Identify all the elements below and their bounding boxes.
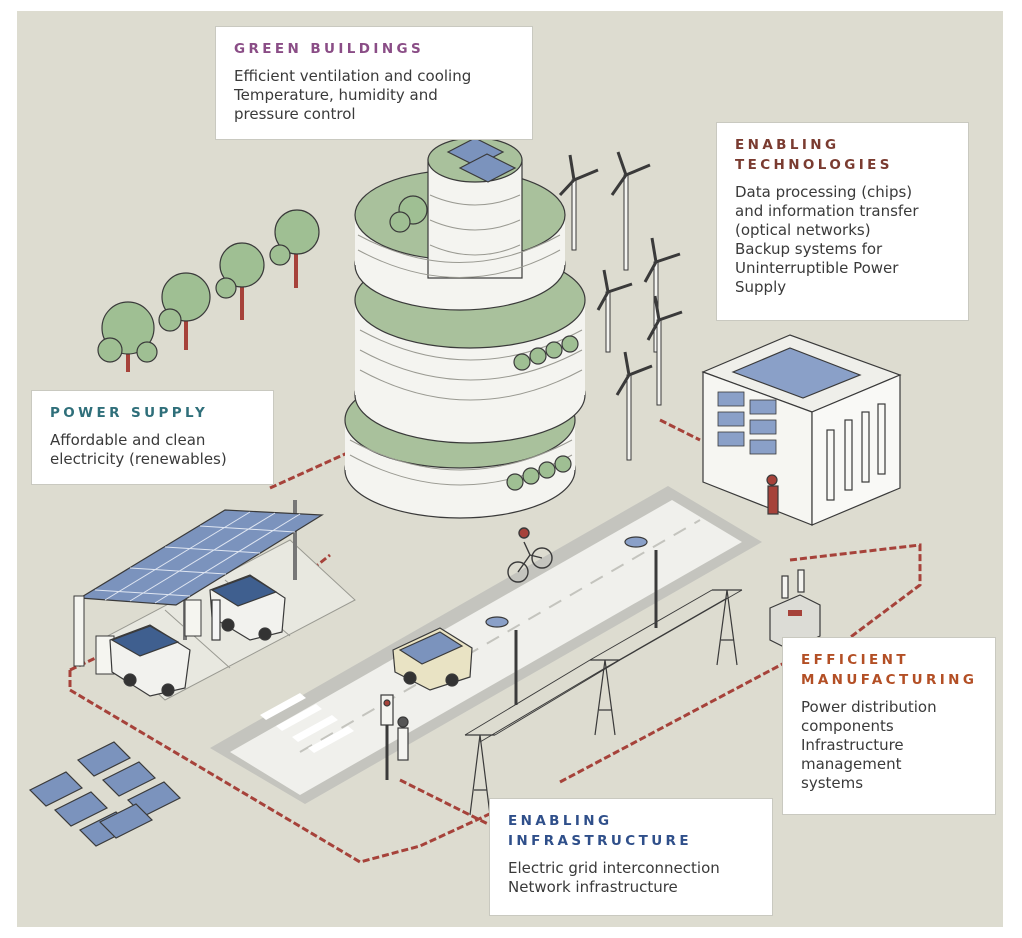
- callout-text: electricity (renewables): [50, 450, 227, 468]
- electric-pylons: [464, 589, 743, 816]
- road-surface: [230, 500, 742, 795]
- callout-title: INFRASTRUCTURE: [508, 833, 692, 849]
- callout-title: POWER SUPPLY: [50, 405, 209, 421]
- ground-solar-panels: [28, 741, 182, 847]
- callout-text: Uninterruptible Power: [735, 259, 899, 277]
- callout-text: pressure control: [234, 105, 356, 123]
- trees: [97, 209, 320, 372]
- callout-title: TECHNOLOGIES: [735, 157, 893, 173]
- parked-cars: [109, 574, 286, 697]
- solar-carport: [73, 500, 324, 675]
- callout-text: and information transfer: [735, 202, 919, 220]
- parking-line: [164, 609, 231, 669]
- street-lamps: [485, 536, 658, 705]
- car-on-road: [392, 627, 473, 691]
- callout-title: MANUFACTURING: [801, 672, 978, 688]
- callout-enabling-infrastructure: ENABLING INFRASTRUCTURE Electric grid in…: [489, 798, 773, 916]
- callout-text: Affordable and clean: [50, 431, 206, 449]
- callout-text: Efficient ventilation and cooling: [234, 67, 472, 85]
- callout-text: Backup systems for: [735, 240, 883, 258]
- callout-text: Infrastructure: [801, 736, 904, 754]
- callout-text: Network infrastructure: [508, 878, 678, 896]
- callout-title: EFFICIENT: [801, 652, 909, 668]
- callout-text: Temperature, humidity and: [234, 86, 438, 104]
- cyclist: [507, 527, 553, 583]
- callout-title: GREEN BUILDINGS: [234, 41, 425, 57]
- callout-green-buildings: GREEN BUILDINGS Efficient ventilation an…: [215, 26, 533, 140]
- road-center-line: [299, 519, 701, 753]
- callout-text: management: [801, 755, 902, 773]
- traffic-light: [380, 694, 409, 780]
- callout-title: ENABLING: [735, 137, 840, 153]
- data-center: [701, 334, 902, 526]
- callout-text: Electric grid interconnection: [508, 859, 720, 877]
- callout-text: Supply: [735, 278, 787, 296]
- callout-power-supply: POWER SUPPLY Affordable and clean electr…: [31, 390, 274, 485]
- callout-text: Data processing (chips): [735, 183, 913, 201]
- transformer: [769, 569, 821, 651]
- callout-title: ENABLING: [508, 813, 613, 829]
- wind-turbines: [558, 151, 683, 461]
- callout-text: systems: [801, 774, 864, 792]
- callout-text: Power distribution: [801, 698, 937, 716]
- green-building: [344, 137, 586, 519]
- crosswalk: [260, 693, 354, 753]
- callout-efficient-manufacturing: EFFICIENT MANUFACTURING Power distributi…: [782, 637, 996, 815]
- callout-text: (optical networks): [735, 221, 871, 239]
- callout-text: components: [801, 717, 894, 735]
- callout-enabling-technologies: ENABLING TECHNOLOGIES Data processing (c…: [716, 122, 969, 321]
